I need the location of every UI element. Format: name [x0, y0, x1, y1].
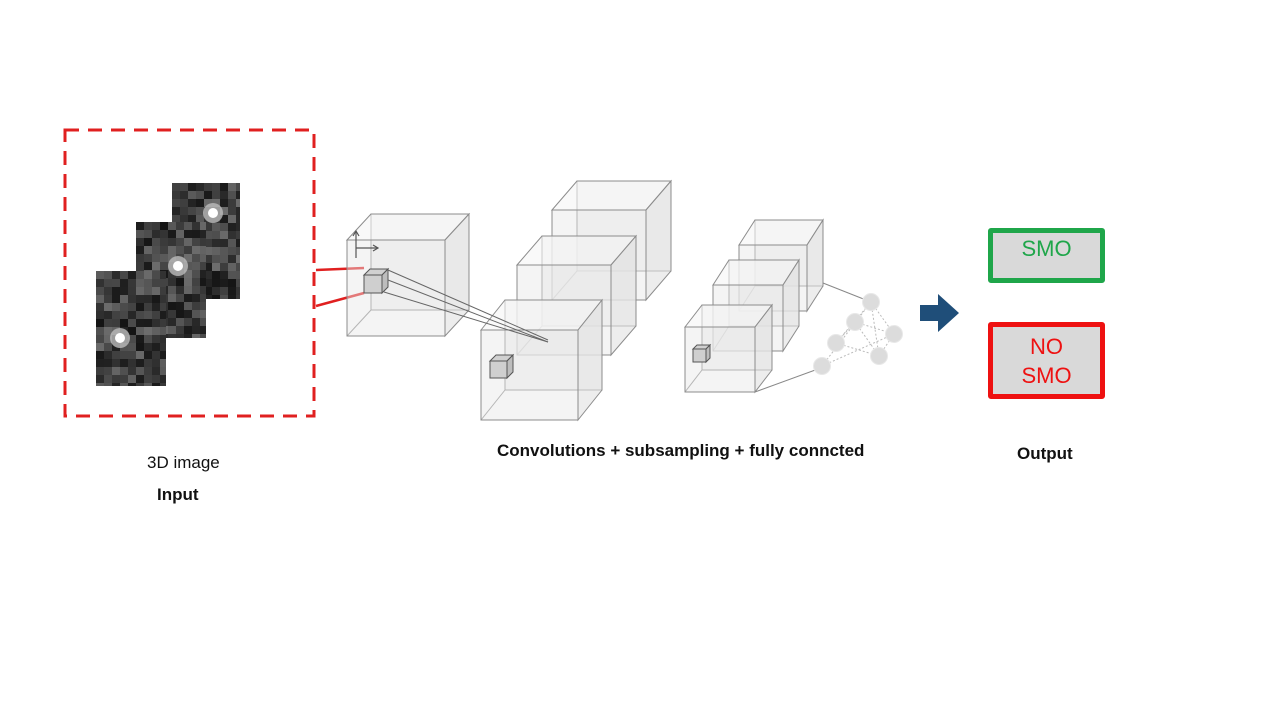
fc-link-2	[870, 301, 880, 357]
network-caption: Convolutions + subsampling + fully connc…	[497, 441, 865, 460]
fc-link-3	[854, 321, 895, 335]
input-caption: 3D image	[147, 453, 220, 472]
class-smo-label: SMO	[1021, 236, 1072, 261]
class-no-smo-box: NO SMO	[988, 322, 1105, 399]
fc-node-1	[862, 293, 880, 311]
connector-line-top	[315, 266, 365, 272]
filter-kernel-3	[691, 343, 712, 364]
output-title: Output	[1017, 444, 1073, 463]
filter-kernel-1	[362, 267, 390, 295]
class-smo-box: SMO	[988, 228, 1105, 283]
fc-node-4	[827, 334, 845, 352]
fc-node-5	[870, 347, 888, 365]
axes-icon	[352, 229, 380, 258]
image-slice-3	[96, 271, 166, 386]
filter-kernel-2	[488, 353, 515, 380]
fc-link-8	[821, 333, 895, 367]
right-arrow-icon	[920, 294, 959, 332]
class-no-smo-label: NO SMO	[1021, 333, 1072, 388]
fc-guide-line-bottom	[754, 368, 819, 393]
fc-node-3	[885, 325, 903, 343]
fully-connected-layer	[754, 282, 903, 393]
input-image-slices	[96, 183, 240, 386]
fc-link-4	[854, 321, 880, 357]
fc-guide-line-top	[822, 282, 867, 301]
input-title: Input	[157, 485, 199, 504]
filter-kernels	[362, 267, 712, 380]
connector-line-bottom	[315, 291, 365, 308]
convolution-volumes	[345, 179, 824, 422]
fc-node-2	[846, 313, 864, 331]
fc-node-6	[813, 357, 831, 375]
subsample-volume-3	[683, 303, 774, 394]
projection-lines	[383, 269, 549, 343]
input-dashed-frame	[63, 128, 316, 418]
input-volume	[345, 212, 471, 338]
fc-link-7	[821, 301, 872, 367]
